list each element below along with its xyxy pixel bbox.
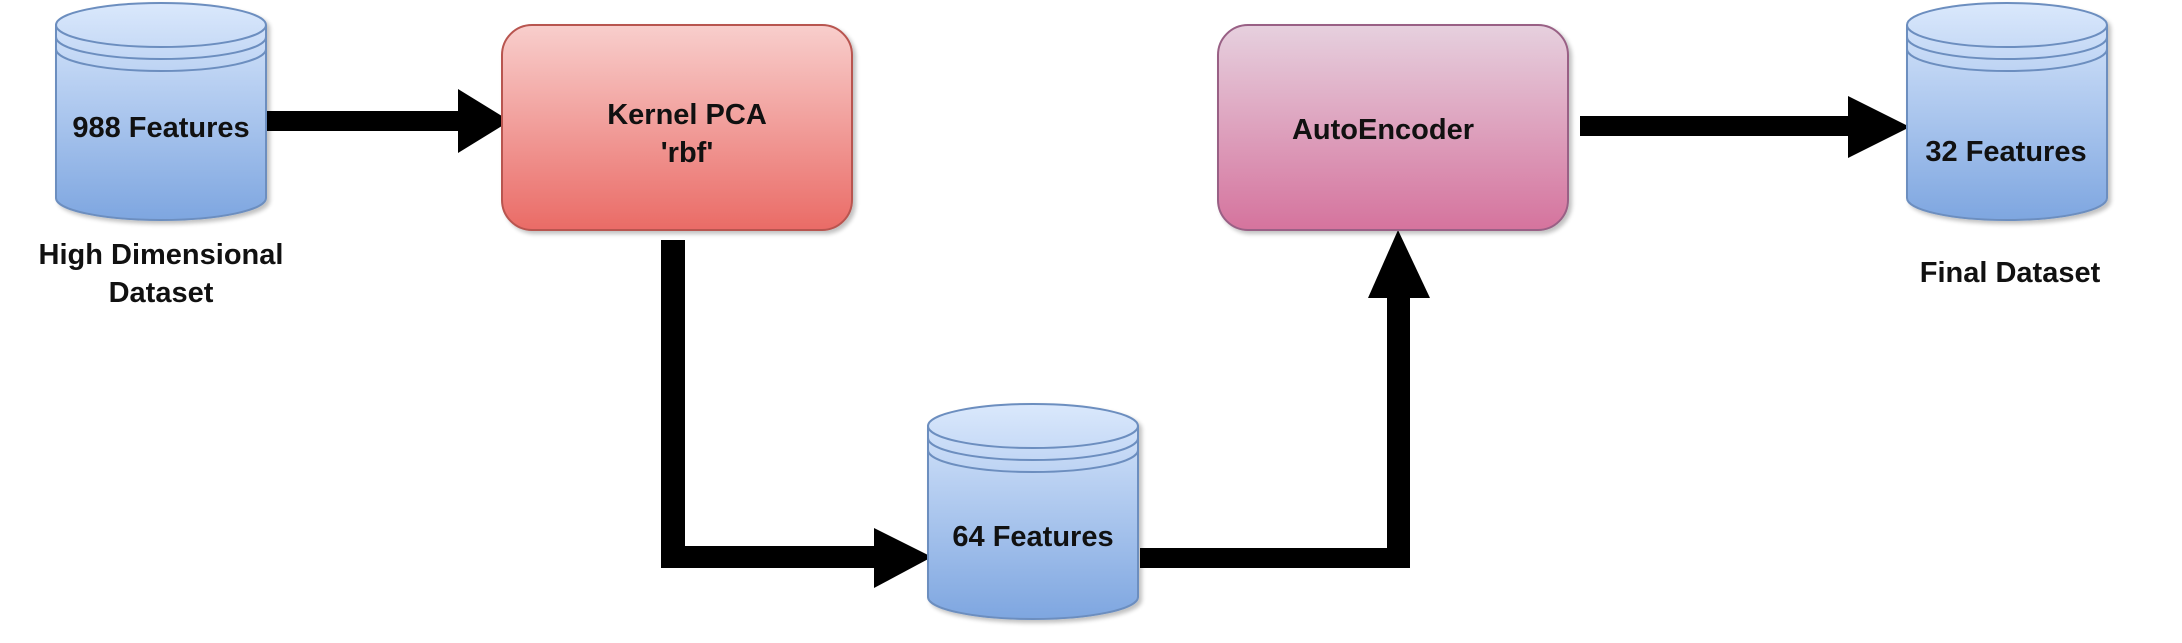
connector-autoencoder-to-output (1580, 96, 1910, 158)
connector-kpca-to-mid-db (661, 240, 932, 588)
kernel-pca-label-line-2: 'rbf' (661, 137, 713, 169)
output-database-label: 32 Features (1925, 136, 2086, 168)
mid-database (927, 403, 1139, 620)
autoencoder-label: AutoEncoder (1292, 114, 1474, 146)
input-database-caption-line-2: Dataset (109, 277, 214, 309)
input-database-caption-line-1: High Dimensional (39, 239, 284, 271)
connector-input-to-kpca (265, 89, 510, 153)
input-database-label: 988 Features (72, 112, 249, 144)
output-database (1906, 2, 2108, 221)
autoencoder-box (1217, 24, 1569, 231)
input-database (55, 2, 267, 221)
mid-database-label: 64 Features (952, 521, 1113, 553)
output-database-caption: Final Dataset (1920, 257, 2101, 289)
kernel-pca-box (501, 24, 853, 231)
connector-mid-db-to-autoencoder (1140, 230, 1430, 568)
kernel-pca-label-line-1: Kernel PCA (607, 99, 767, 131)
